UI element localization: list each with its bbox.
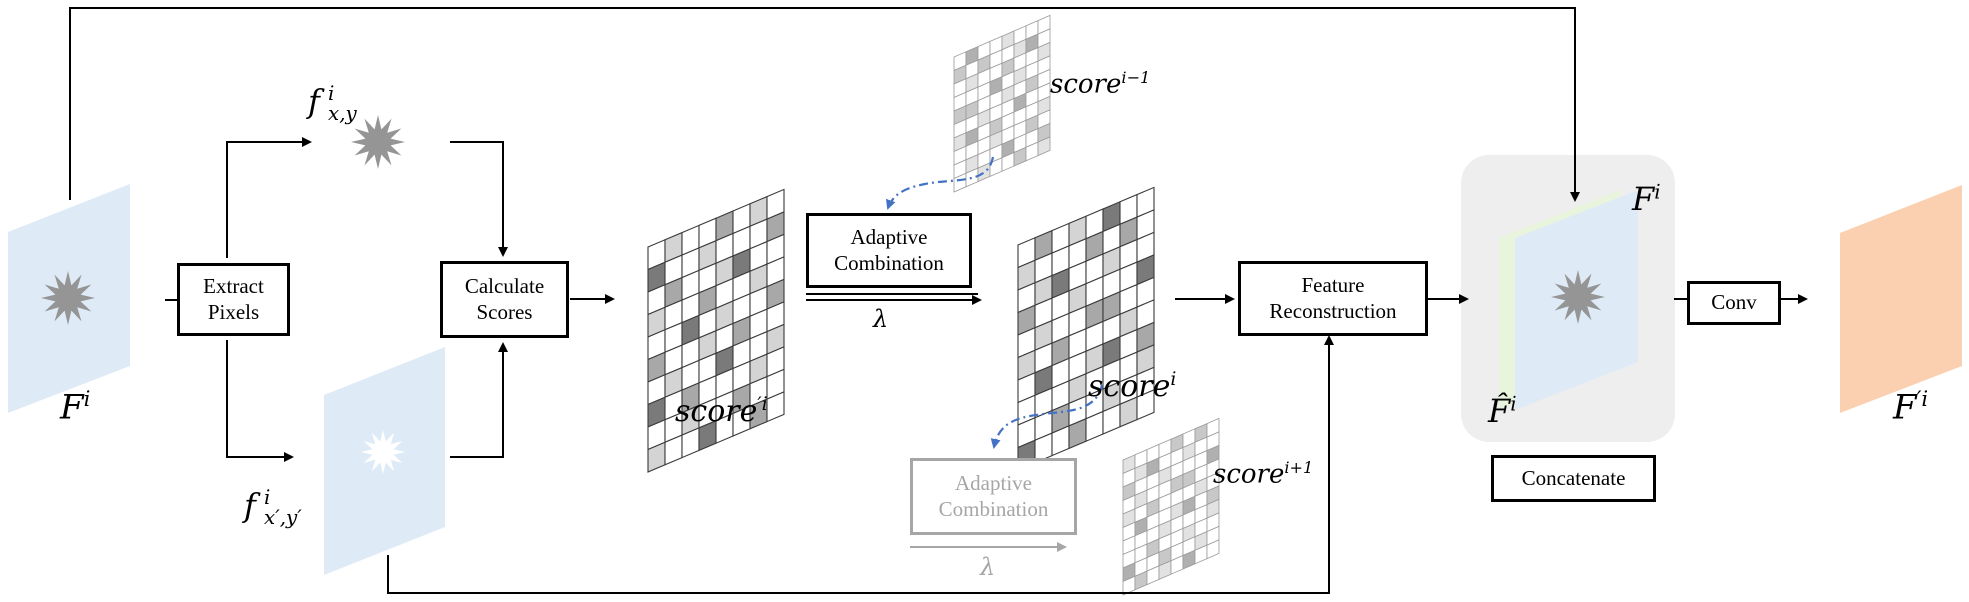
extract-to-pixel-bottom-arrow — [226, 340, 294, 462]
pixel-top-label: f i x,y — [308, 82, 357, 125]
output-feature-map — [1840, 185, 1962, 413]
adaptive-combination-next-line-1: Adaptive — [955, 471, 1032, 496]
pixel-bottom-to-scores-arrow — [450, 342, 508, 458]
concat-star-icon — [1551, 270, 1605, 324]
grid-cell — [766, 391, 785, 423]
grid-cell — [1206, 539, 1220, 560]
score-prev-grid — [953, 14, 1051, 193]
star-shape — [351, 115, 405, 169]
concatenate-label: Concatenate — [1521, 465, 1626, 490]
adaptive-combination-next-line-2: Combination — [938, 496, 1049, 521]
skip-connection-top-arrow — [69, 7, 1580, 202]
adaptive-combination-line-2: Combination — [834, 250, 944, 275]
score-prime-label: score′i — [675, 394, 768, 429]
star-shape — [361, 430, 405, 474]
prev-score-to-adaptive-dashed-arrow — [885, 156, 995, 210]
grid-cell — [1037, 136, 1051, 157]
extract-pixels-line-1: Extract — [203, 274, 264, 299]
calculate-scores-line-2: Scores — [476, 299, 533, 324]
extract-pixels-line-2: Pixels — [207, 299, 260, 324]
lambda-label: λ — [873, 305, 889, 333]
pixel-top-to-scores-arrow — [450, 141, 508, 257]
skip-connection-bottom-arrow — [387, 335, 1334, 594]
score-prev-label: scorei−1 — [1050, 68, 1151, 100]
pixel-white-star-icon — [361, 430, 405, 474]
grid-cell — [1136, 389, 1155, 421]
score-current-label: scorei — [1088, 369, 1177, 404]
score-next-grid — [1122, 417, 1220, 596]
concat-reconstructed-label: F̂i — [1488, 392, 1517, 430]
lambda-faded-label: λ — [980, 553, 996, 581]
score-to-next-adaptive-dashed-arrow — [990, 384, 1104, 449]
concatenate-box: Concatenate — [1491, 455, 1656, 502]
feature-reconstruction-line-1: Feature — [1301, 273, 1365, 298]
pixel-bottom-label: f i x′,y′ — [244, 486, 302, 529]
score-prime-grid — [647, 188, 785, 473]
pixel-star-icon — [351, 115, 405, 169]
feature-reconstruction-line-2: Reconstruction — [1269, 298, 1397, 323]
input-star-icon — [41, 271, 95, 325]
input-feature-label: Fi — [60, 386, 91, 428]
conv-label: Conv — [1711, 290, 1757, 315]
adaptive-combination-line-1: Adaptive — [850, 225, 928, 250]
star-shape — [41, 271, 95, 325]
score-next-label: scorei+1 — [1213, 458, 1314, 490]
star-shape — [1551, 270, 1605, 324]
calculate-scores-line-1: Calculate — [464, 274, 545, 299]
extract-to-pixel-top-arrow — [226, 137, 312, 258]
output-feature-label: F′i — [1893, 386, 1929, 428]
concat-feature-label: Fi — [1632, 180, 1661, 218]
score-current-grid — [1017, 186, 1155, 471]
conv-box: Conv — [1687, 281, 1781, 325]
